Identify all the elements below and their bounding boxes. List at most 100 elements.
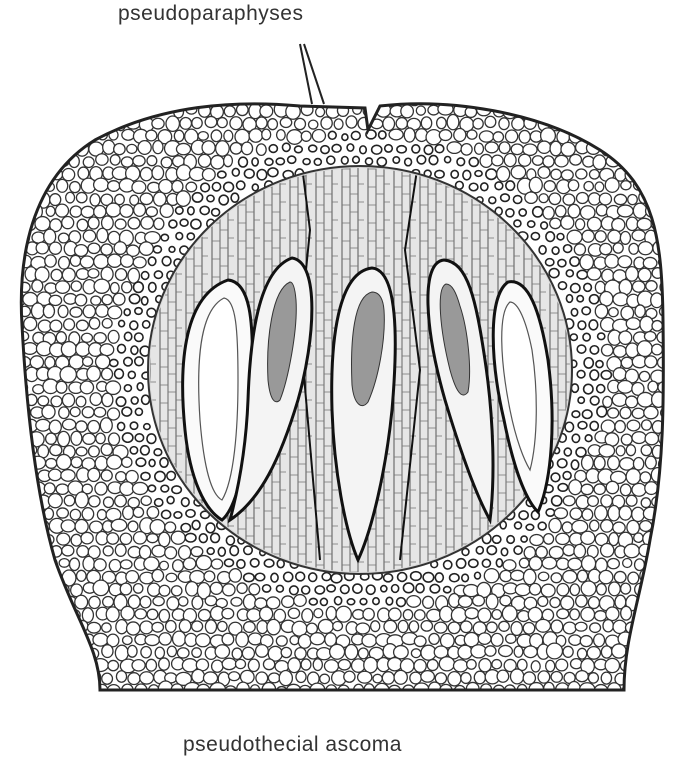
wall-cell (217, 118, 227, 128)
wall-cell (450, 574, 459, 582)
wall-cell (276, 585, 283, 592)
wall-cell (159, 585, 170, 596)
wall-cell (558, 484, 568, 492)
wall-cell (94, 279, 110, 293)
wall-cell (244, 546, 252, 554)
wall-cell (612, 218, 625, 231)
wall-cell (122, 433, 132, 442)
wall-cell (103, 546, 113, 556)
wall-cell (476, 546, 483, 553)
wall-cell (608, 408, 619, 418)
wall-cell (243, 594, 255, 609)
wall-cell (412, 145, 420, 153)
wall-cell (383, 117, 395, 131)
wall-cell (341, 157, 348, 165)
wall-cell (564, 448, 571, 456)
wall-cell (422, 92, 435, 104)
wall-cell (664, 142, 674, 153)
wall-cell (83, 556, 94, 571)
wall-cell (454, 129, 466, 142)
wall-cell (127, 144, 137, 153)
wall-cell (475, 572, 481, 579)
wall-cell (571, 460, 578, 469)
wall-cell (159, 633, 171, 645)
wall-cell (152, 570, 164, 582)
wall-cell (219, 195, 228, 205)
wall-cell (608, 230, 621, 243)
wall-cell (665, 219, 674, 231)
wall-cell (326, 606, 336, 620)
wall-cell (651, 166, 664, 178)
wall-cell (37, 570, 51, 582)
wall-cell (64, 319, 75, 331)
wall-cell (25, 168, 38, 181)
wall-cell (644, 682, 659, 696)
wall-cell (626, 91, 638, 102)
wall-cell (32, 608, 43, 620)
wall-cell (228, 672, 239, 681)
wall-cell (458, 596, 472, 607)
wall-cell (423, 573, 434, 583)
wall-cell (270, 93, 279, 102)
wall-cell (621, 434, 632, 445)
wall-cell (384, 574, 393, 582)
wall-cell (590, 346, 598, 354)
wall-cell (31, 104, 43, 117)
wall-cell (546, 509, 554, 516)
wall-cell (83, 157, 94, 168)
wall-cell (651, 670, 665, 685)
wall-cell (656, 583, 670, 597)
wall-cell (595, 231, 606, 242)
wall-cell (255, 573, 264, 581)
wall-cell (19, 686, 29, 697)
wall-cell (584, 283, 592, 291)
wall-cell (11, 471, 23, 483)
wall-cell (632, 685, 645, 697)
wall-cell (260, 607, 273, 621)
wall-cell (595, 304, 607, 318)
wall-cell (396, 118, 407, 130)
wall-cell (549, 546, 563, 558)
wall-cell (590, 623, 601, 633)
wall-cell (505, 130, 517, 143)
wall-cell (102, 118, 114, 129)
wall-cell (612, 393, 627, 406)
wall-cell (603, 620, 613, 632)
wall-cell (538, 522, 546, 530)
wall-cell (108, 254, 122, 267)
wall-cell (598, 91, 613, 103)
wall-cell (659, 561, 670, 570)
wall-cell (414, 610, 425, 620)
wall-cell (544, 534, 554, 545)
wall-cell (344, 671, 355, 682)
wall-cell (670, 632, 674, 646)
wall-cell (232, 648, 242, 659)
wall-cell (347, 144, 354, 151)
wall-cell (658, 533, 672, 547)
wall-cell (644, 406, 658, 418)
wall-cell (148, 182, 160, 192)
wall-cell (20, 608, 32, 623)
wall-cell (519, 130, 530, 143)
wall-cell (485, 94, 497, 104)
wall-cell (551, 672, 562, 683)
wall-cell (320, 598, 327, 605)
wall-cell (252, 184, 258, 191)
wall-cell (192, 621, 203, 632)
wall-cell (46, 157, 57, 168)
wall-cell (124, 332, 131, 340)
wall-cell (486, 594, 498, 609)
wall-cell (222, 608, 234, 618)
wall-cell (49, 242, 61, 254)
wall-cell (212, 183, 220, 191)
wall-cell (30, 128, 46, 143)
wall-cell (60, 366, 76, 382)
wall-cell (130, 422, 137, 429)
wall-cell (84, 658, 95, 670)
wall-cell (621, 357, 633, 368)
wall-cell (620, 231, 630, 244)
wall-cell (50, 117, 65, 129)
wall-cell (558, 259, 566, 266)
wall-cell (295, 146, 303, 153)
